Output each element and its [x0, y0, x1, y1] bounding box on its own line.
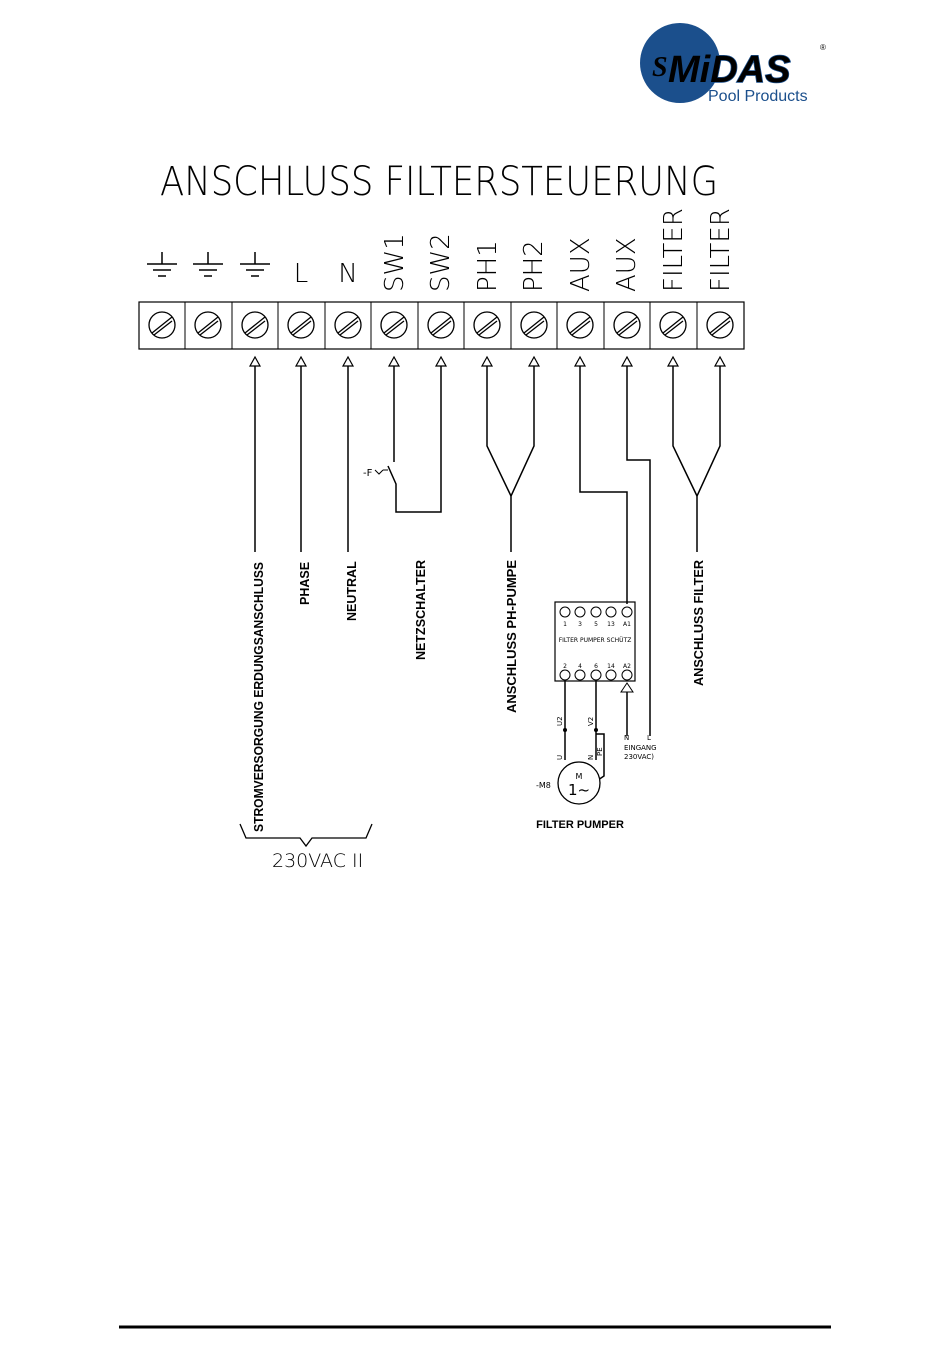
motor-tag: -M8 [536, 781, 551, 790]
input-l: L [647, 734, 651, 742]
wire-label-n: N [587, 755, 595, 760]
terminal-label-aux-1: AUX [566, 237, 596, 292]
screw-1 [148, 311, 176, 339]
logo-tagline: Pool Products [708, 88, 808, 105]
contactor-bottom-1: 2 [563, 663, 567, 670]
contactor: 1 3 5 13 A1 FILTER PUMPER SCHÜTZ 2 4 6 1… [554, 601, 636, 693]
label-ph-pump: ANSCHLUSS PH-PUMPE [505, 560, 519, 713]
wire-aux-1 [579, 366, 628, 604]
contactor-bottom-5: A2 [623, 663, 631, 670]
switch-mark [374, 469, 388, 475]
label-phase: PHASE [298, 562, 312, 605]
wire-label-u2: U2 [556, 716, 564, 726]
terminal-label-sw2: SW2 [426, 233, 456, 292]
motor-letter: M [576, 772, 583, 781]
logo-circle [640, 23, 720, 103]
logo-mark: S [652, 52, 668, 83]
screw-12 [659, 311, 687, 339]
wire-ph1 [486, 366, 512, 497]
motor-circle [557, 761, 601, 805]
terminal-label-n: N [338, 259, 357, 289]
wire-aux-2 [626, 366, 651, 736]
terminal-label-filter-1: FILTER [659, 208, 689, 292]
contactor-top-3: 5 [594, 621, 598, 628]
wire-filter-2 [696, 366, 721, 552]
supply-brace [239, 823, 373, 848]
terminal-block-frame [138, 301, 745, 350]
terminal-screws [148, 311, 734, 339]
screw-9 [520, 311, 548, 339]
contactor-name: FILTER PUMPER SCHÜTZ [559, 637, 632, 644]
screw-5 [334, 311, 362, 339]
contactor-bottom-3: 6 [594, 663, 598, 670]
contactor-bottom-2: 4 [578, 663, 582, 670]
screw-2 [194, 311, 222, 339]
logo-registered: ® [820, 43, 826, 52]
wire-label-u: U [556, 755, 564, 760]
screw-13 [706, 311, 734, 339]
wire-sw-switch [387, 366, 442, 513]
contactor-top-2: 3 [578, 621, 582, 628]
wire-ph2 [510, 366, 535, 552]
screw-11 [613, 311, 641, 339]
input-voltage: 230VAC) [624, 753, 654, 761]
screw-3 [241, 311, 269, 339]
wire-label-pe: PE [596, 747, 604, 756]
motor-name: FILTER PUMPER [536, 819, 624, 831]
terminal-label-ph1: PH1 [473, 240, 503, 292]
wire-label-v2: V2 [587, 717, 595, 726]
label-filter: ANSCHLUSS FILTER [692, 560, 706, 686]
screw-8 [473, 311, 501, 339]
terminal-label-l: L [294, 259, 309, 289]
logo-text: MiDAS [668, 49, 790, 91]
label-netzschalter: NETZSCHALTER [414, 560, 428, 660]
switch-symbol: -F [363, 468, 373, 479]
screw-7 [427, 311, 455, 339]
terminal-label-filter-2: FILTER [706, 208, 736, 292]
screw-4 [287, 311, 315, 339]
diagram-title: ANSCHLUSS FILTERSTEUERUNG [160, 159, 718, 205]
screw-6 [380, 311, 408, 339]
contactor-box [554, 601, 636, 682]
ground-icon [147, 252, 177, 277]
wires [254, 366, 721, 781]
terminal-label-ph2: PH2 [519, 240, 549, 292]
motor-phase: 1~ [568, 781, 590, 799]
input-n: N [624, 734, 629, 742]
contactor-input-arrow [620, 682, 634, 693]
label-earth: STROMVERSORGUNG ERDUNGSANSCHLUSS [252, 562, 266, 832]
terminal-label-sw1: SW1 [380, 233, 410, 292]
ground-icon [240, 252, 270, 277]
connection-arrows [248, 355, 727, 367]
label-neutral: NEUTRAL [345, 561, 359, 621]
contactor-top-1: 1 [563, 621, 567, 628]
wire-filter-1 [672, 366, 698, 497]
terminal-block [138, 301, 745, 350]
ground-icon [193, 252, 223, 277]
motor: M 1~ -M8 FILTER PUMPER [536, 761, 624, 831]
midas-logo: S MiDAS ® Pool Products [640, 23, 826, 105]
input-label: EINGANG [624, 744, 657, 752]
contactor-top-5: A1 [623, 621, 631, 628]
terminal-label-aux-2: AUX [612, 237, 642, 292]
ground-symbols [147, 252, 270, 277]
supply-label: 230VAC II [272, 850, 363, 872]
contactor-top-4: 13 [607, 621, 615, 628]
screw-10 [566, 311, 594, 339]
contactor-bottom-4: 14 [607, 663, 615, 670]
